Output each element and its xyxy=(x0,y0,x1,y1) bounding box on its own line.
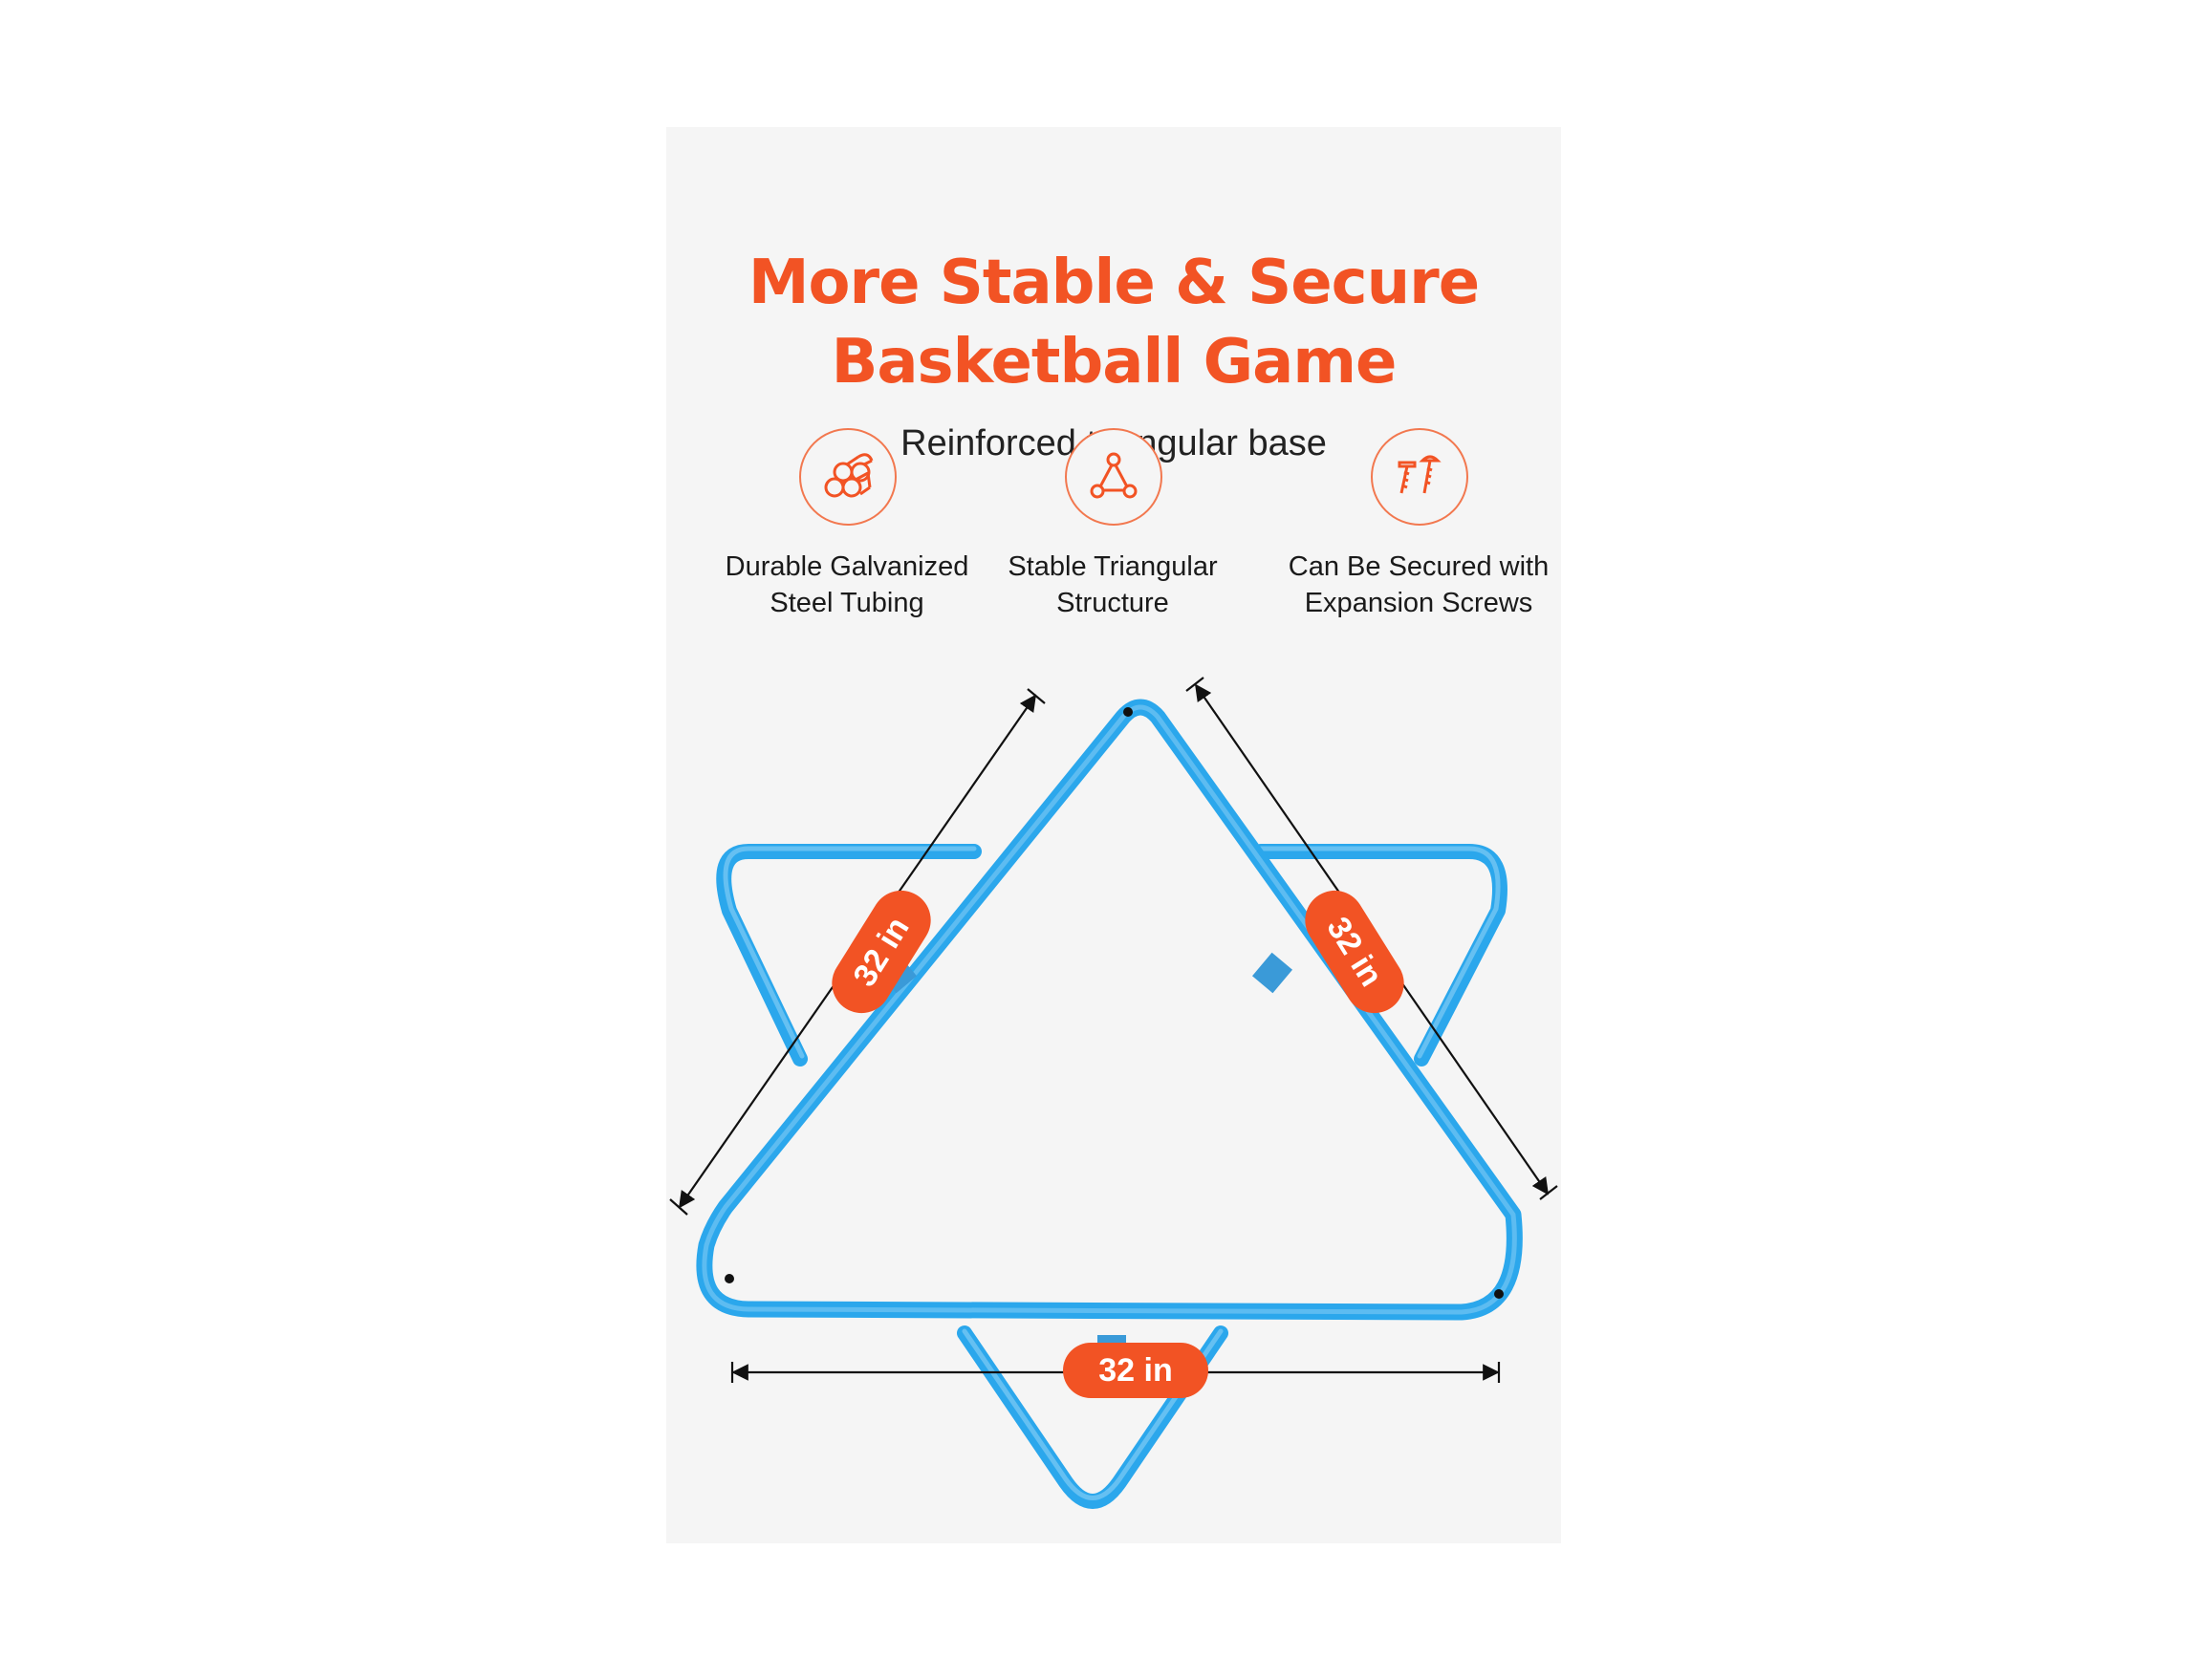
triangular-base-frame xyxy=(669,677,1558,1509)
feature-label-line: Expansion Screws xyxy=(1304,588,1533,618)
feature-label-triangle: Stable Triangular Structure xyxy=(960,549,1266,621)
bottom-dimension-badge: 32 in xyxy=(1063,1343,1208,1398)
triangle-structure-icon xyxy=(1065,428,1162,526)
screws-icon xyxy=(1371,428,1468,526)
feature-label-line: Steel Tubing xyxy=(770,588,924,618)
main-triangle-frame xyxy=(696,699,1523,1321)
steel-tubes-icon xyxy=(799,428,897,526)
title-line-1: More Stable & Secure xyxy=(748,248,1480,318)
title-line-2: Basketball Game xyxy=(831,327,1398,398)
feature-label-screws: Can Be Secured with Expansion Screws xyxy=(1266,549,1572,621)
feature-label-line: Stable Triangular xyxy=(1008,551,1218,582)
feature-label-steel: Durable Galvanized Steel Tubing xyxy=(694,549,1000,621)
feature-label-line: Structure xyxy=(1056,588,1169,618)
product-panel: More Stable & Secure Basketball Game Rei… xyxy=(666,127,1561,1543)
feature-label-line: Can Be Secured with xyxy=(1288,551,1550,582)
feature-label-line: Durable Galvanized xyxy=(725,551,969,582)
